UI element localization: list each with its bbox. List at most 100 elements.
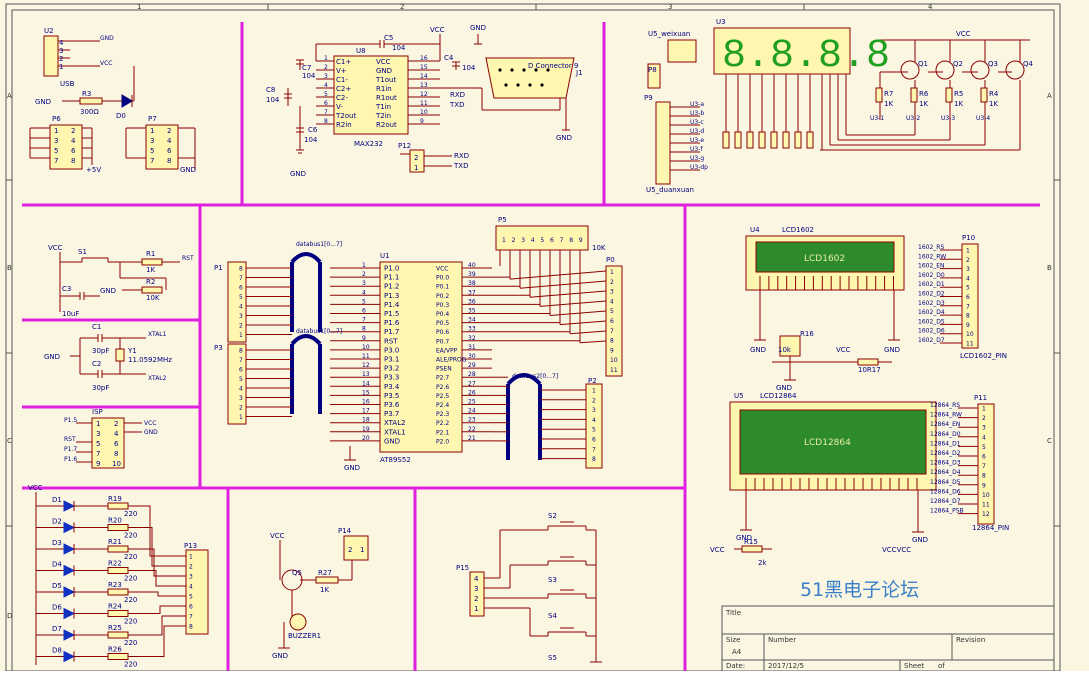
p15-pin-3: 3 xyxy=(474,585,478,593)
p12-pin-1: 1 xyxy=(414,164,418,172)
lcd12864-net-4: 12864_D1 xyxy=(930,440,961,447)
mcu-left-pin-3: P1.3 xyxy=(384,292,399,300)
p10-ref: P10 xyxy=(962,234,975,242)
max232-num-9: 9 xyxy=(420,118,424,125)
lcd1602-header-pin-2: 3 xyxy=(966,266,970,273)
max232-num-5: 5 xyxy=(324,91,328,98)
lcd12864-labels: U5 LCD12864 LCD12864 P11 12864_PIN R15 2… xyxy=(710,392,1009,567)
lcd1602-header-pin-8: 9 xyxy=(966,322,970,329)
max232-num-2: 2 xyxy=(324,64,328,71)
r6-ref: R6 xyxy=(919,90,929,98)
led-diode-2 xyxy=(63,543,76,555)
seven-segment-block xyxy=(647,27,1030,185)
lcd12864-header-pin-5: 6 xyxy=(982,454,986,461)
bit-label-2: U3-2 xyxy=(906,115,920,122)
mcu-right-pin-5: P0.4 xyxy=(436,311,449,318)
isp-pin-7: 7 xyxy=(96,450,100,458)
p2-header-pin-4: 5 xyxy=(592,427,596,434)
led-resistor-7 xyxy=(107,653,129,660)
mcu-right-pin-6: P0.5 xyxy=(436,320,449,327)
isp-pin-1: 1 xyxy=(96,420,100,428)
mcu-right-num-15: 25 xyxy=(468,399,476,406)
lcd1602-vcc: VCC xyxy=(836,346,851,354)
u3-ref: U3 xyxy=(716,18,726,26)
cap-c5-value: 104 xyxy=(392,44,406,52)
p0-net-to-header-1 xyxy=(509,270,607,280)
usb-gnd-net: GND xyxy=(100,35,114,42)
led-ref-3: D4 xyxy=(52,561,62,569)
max232-pin-vcc: VCC xyxy=(376,58,391,66)
p7-pin-7: 7 xyxy=(150,157,154,165)
mcu-left-pin-15: P3.6 xyxy=(384,401,400,409)
r1-ref: R1 xyxy=(146,250,155,258)
row-label-a-right: A xyxy=(1047,92,1052,100)
max232-pin-t1in: T1in xyxy=(375,103,391,111)
mcu-left-num-16: 17 xyxy=(362,408,370,415)
lcd1602-header-pin-5: 6 xyxy=(966,294,970,301)
max232-pin-t2in: T2in xyxy=(375,112,391,120)
mcu-right-num-17: 23 xyxy=(468,417,476,424)
led-wire-out-3 xyxy=(128,570,186,587)
mcu-left-num-18: 19 xyxy=(362,426,370,433)
reset-gnd: GND xyxy=(100,287,116,295)
mcu-right-pin-3: P0.2 xyxy=(436,293,449,300)
seg-label-e: U3-e xyxy=(690,137,704,144)
p1-header-pin-3: 5 xyxy=(239,294,243,301)
isp-pin-9: 9 xyxy=(96,460,100,468)
mcu-right-num-7: 33 xyxy=(468,326,476,333)
d0-ref: D0 xyxy=(116,112,126,120)
p6-5v: +5V xyxy=(86,166,101,174)
led-res-value-7: 220 xyxy=(124,661,137,669)
p2-header-pin-6: 7 xyxy=(592,446,596,453)
col-label-2: 2 xyxy=(400,3,404,11)
usb-power-block xyxy=(29,35,196,170)
p5-pin-7: 8 xyxy=(569,237,573,244)
max232-num-16: 16 xyxy=(420,55,428,62)
row-label-c-right: C xyxy=(1047,437,1052,445)
watermark-text: 51黑电子论坛 xyxy=(800,579,919,601)
mcu-left-num-17: 18 xyxy=(362,417,370,424)
lcd1602-block xyxy=(745,235,979,381)
reset-vcc: VCC xyxy=(48,244,63,252)
reset-rst-net: RST xyxy=(182,255,194,262)
p13-pin-1: 2 xyxy=(189,564,193,571)
max232-pin-r2in: R2in xyxy=(336,121,352,129)
p6-pin-3: 3 xyxy=(54,137,58,145)
p0-net-to-header-3 xyxy=(529,290,607,298)
lcd1602-net-5: 1602_D2 xyxy=(918,291,945,298)
mcu-name: AT89S52 xyxy=(380,456,411,464)
p0-net-to-header-7 xyxy=(569,330,607,335)
mcu-left-num-12: 13 xyxy=(362,371,370,378)
p0-header-pin-9: 10 xyxy=(610,357,618,364)
mcu-left-num-2: 3 xyxy=(362,280,366,287)
lcd12864-net-3: 12864_D0 xyxy=(930,431,961,438)
p6-pin-6: 6 xyxy=(71,147,76,155)
revision-label: Revision xyxy=(956,636,985,644)
led-res-ref-5: R24 xyxy=(108,603,122,611)
mcu-right-num-13: 27 xyxy=(468,380,476,387)
lcd12864-net-1: 12864_RW xyxy=(930,412,962,419)
led-ref-0: D1 xyxy=(52,496,62,504)
p2-header-pin-1: 2 xyxy=(592,397,596,404)
p13-pin-5: 6 xyxy=(189,604,193,611)
max232-block xyxy=(284,34,575,173)
max232-pin-gnd: GND xyxy=(376,67,392,75)
seg-label-f: U3-f xyxy=(690,146,703,153)
r6-value: 1K xyxy=(919,100,928,108)
mcu-right-pin-13: P2.6 xyxy=(436,384,449,391)
mcu-right-num-8: 32 xyxy=(468,335,476,342)
led-res-value-0: 220 xyxy=(124,510,137,518)
max232-num-11: 11 xyxy=(420,100,428,107)
p1-ref: P1 xyxy=(214,264,223,272)
row-label-b: B xyxy=(7,264,12,272)
usb-pin-2: 2 xyxy=(59,55,63,63)
max232-num-7: 7 xyxy=(324,109,328,116)
led-resistor-6 xyxy=(107,631,129,639)
lcd12864-net-8: 12864_D5 xyxy=(930,479,961,486)
isp-pin-4: 4 xyxy=(114,430,119,438)
led-diode-7 xyxy=(63,650,76,663)
led-ref-4: D5 xyxy=(52,582,62,590)
mcu-right-pin-15: P2.4 xyxy=(436,402,449,409)
p0-header-pin-0: 1 xyxy=(610,269,614,276)
isp-pin-5: 5 xyxy=(96,440,100,448)
